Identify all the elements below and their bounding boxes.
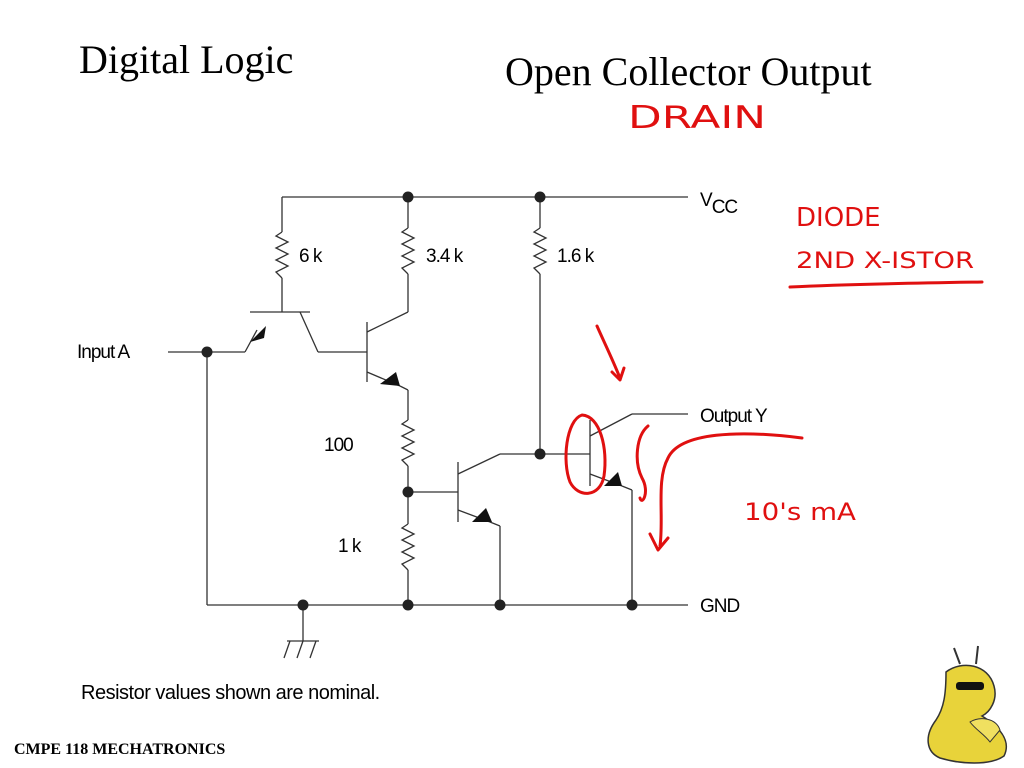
gnd-label: GND xyxy=(700,596,740,617)
annotation-drain: DRAIN xyxy=(628,100,766,136)
slide-footer: CMPE 118 MECHATRONICS xyxy=(14,741,226,758)
t2-emitter-arrow-icon xyxy=(380,372,400,386)
banana-slug-mascot-icon xyxy=(927,645,1007,764)
annotation-current: 10's mA xyxy=(744,498,857,526)
resistor-6k-label: 6 k xyxy=(299,246,323,267)
ground-symbol-icon xyxy=(283,640,319,659)
annotation-second-transistor: 2ND X-ISTOR xyxy=(796,249,974,274)
resistor-note: Resistor values shown are nominal. xyxy=(81,682,380,704)
t4-emitter-arrow-icon xyxy=(604,472,622,486)
resistor-1-6k xyxy=(532,227,548,275)
annotation-loop-mark xyxy=(635,424,650,502)
input-a-label: Input A xyxy=(77,342,130,363)
junction-dots xyxy=(201,191,638,611)
resistor-3-4k-label: 3.4 k xyxy=(426,246,464,267)
resistor-1k xyxy=(400,523,416,571)
output-y-label: Output Y xyxy=(700,406,768,427)
annotation-underline xyxy=(788,280,984,289)
annotation-circle-transistor xyxy=(564,413,607,495)
slide-title-right: Open Collector Output xyxy=(505,49,872,94)
resistor-100 xyxy=(400,419,416,467)
resistor-1k-label: 1 k xyxy=(338,536,362,557)
resistor-6k xyxy=(274,231,290,279)
resistor-3-4k xyxy=(400,227,416,275)
resistor-100-label: 100 xyxy=(324,435,353,456)
annotation-arrow-down-icon xyxy=(595,324,626,382)
annotation-current-arrow-icon xyxy=(648,432,804,552)
t3-emitter-arrow-icon xyxy=(472,508,492,522)
annotation-diode: DIODE xyxy=(796,203,881,233)
t1-emitter-arrow-icon xyxy=(250,326,266,342)
circuit-wires xyxy=(168,196,688,641)
slide-title-left: Digital Logic xyxy=(79,37,294,82)
vcc-label: VCC xyxy=(700,190,737,218)
resistor-1-6k-label: 1.6 k xyxy=(557,246,595,267)
